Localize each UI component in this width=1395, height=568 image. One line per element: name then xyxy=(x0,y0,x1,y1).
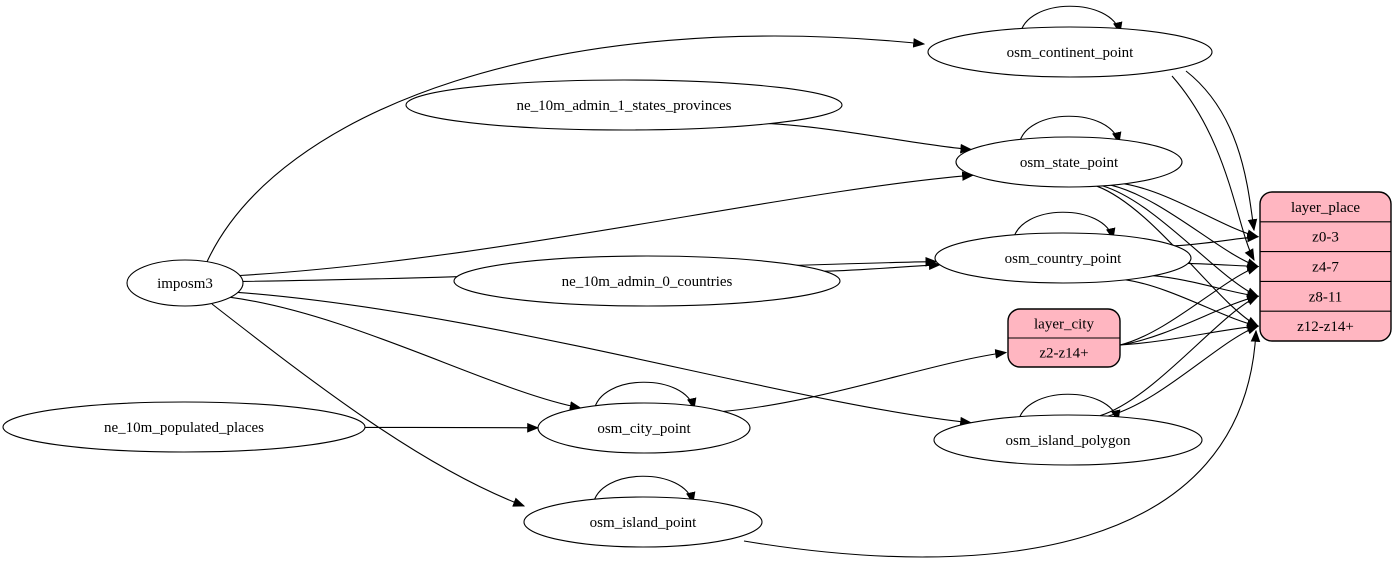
layer_place-row-z8-11: z8-11 xyxy=(1309,289,1343,305)
osm_state_point-node: osm_state_point xyxy=(955,115,1183,188)
ne_10m_populated_places-node: ne_10m_populated_places xyxy=(2,401,366,453)
layer_city-node: layer_city z2-z14+ xyxy=(1007,308,1121,368)
edge-osm_country_point-to-layer_place-row1 xyxy=(1187,261,1260,271)
layer_place-row-z12-z14+: z12-z14+ xyxy=(1297,319,1354,335)
ne_10m_populated_places-label: ne_10m_populated_places xyxy=(104,420,264,436)
edge-osm_country_point-to-layer_place-row0 xyxy=(1174,232,1260,247)
layer_place-shape xyxy=(1259,191,1392,342)
ne_10m_admin_1_states_provinces-label: ne_10m_admin_1_states_provinces xyxy=(517,98,732,114)
osm_island_polygon-shape xyxy=(933,414,1203,466)
osm_country_point-shape xyxy=(934,232,1192,284)
self-loop-edge-osm_city_point xyxy=(593,381,697,412)
ne_10m_admin_1_states_provinces-shape xyxy=(405,79,843,131)
edge-osm_island_point-to-layer_place-row3 xyxy=(743,329,1261,558)
self-loop-edge-osm_continent_point xyxy=(1019,5,1123,36)
edge-osm_state_point-to-layer_place-row1 xyxy=(1110,184,1260,268)
layer_place-row-z4-7: z4-7 xyxy=(1312,260,1339,276)
edge-osm_island_polygon-to-layer_place-row3 xyxy=(1107,325,1260,417)
osm_island_point-node: osm_island_point xyxy=(523,475,763,548)
osm_island_point-label: osm_island_point xyxy=(590,515,698,531)
imposm3-node: imposm3 xyxy=(126,259,244,307)
osm_country_point-label: osm_country_point xyxy=(1005,251,1122,267)
ne_10m_admin_0_countries-node: ne_10m_admin_0_countries xyxy=(453,255,841,307)
edge-ne_10m_admin_0_countries-to-osm_country_point xyxy=(824,260,941,272)
osm_state_point-label: osm_state_point xyxy=(1020,155,1119,171)
osm_island_polygon-node: osm_island_polygon xyxy=(933,393,1203,466)
self-loop-edge-osm_state_point xyxy=(1018,115,1122,146)
osm_continent_point-node: osm_continent_point xyxy=(927,5,1213,78)
layer_city-title: layer_city xyxy=(1034,317,1094,333)
ne_10m_populated_places-shape xyxy=(2,401,366,453)
edge-imposm3-to-osm_island_polygon xyxy=(237,291,973,427)
imposm3-label: imposm3 xyxy=(157,276,213,292)
layer_place-row-z0-3: z0-3 xyxy=(1312,230,1339,246)
self-loop-edge-osm_island_point xyxy=(592,475,696,506)
osm_city_point-label: osm_city_point xyxy=(597,421,691,437)
edge-osm_city_point-to-layer_city-row0 xyxy=(723,349,1008,412)
osm_city_point-node: osm_city_point xyxy=(537,381,751,454)
edge-layer_city-to-layer_place-row3 xyxy=(1119,322,1260,346)
edge-layer_city-to-layer_place-row2 xyxy=(1119,293,1260,346)
osm_city_point-shape xyxy=(537,402,751,454)
osm_continent_point-label: osm_continent_point xyxy=(1007,45,1134,61)
edge-imposm3-to-osm_continent_point xyxy=(205,35,926,265)
osm_island_polygon-label: osm_island_polygon xyxy=(1005,433,1131,449)
ne_10m_admin_1_states_provinces-node: ne_10m_admin_1_states_provinces xyxy=(405,79,843,131)
edge-imposm3-to-osm_state_point xyxy=(239,171,975,277)
imposm3-shape xyxy=(126,259,244,307)
edge-osm_state_point-to-layer_place-row2 xyxy=(1102,185,1260,297)
self-loop-edge-osm_country_point xyxy=(1012,211,1116,242)
osm_state_point-shape xyxy=(955,136,1183,188)
edge-osm_state_point-to-layer_place-row0 xyxy=(1124,183,1260,239)
edge-osm_country_point-to-layer_place-row2 xyxy=(1153,275,1260,300)
osm_island_point-shape xyxy=(523,496,763,548)
edge-osm_country_point-to-layer_place-row3 xyxy=(1125,279,1260,329)
edge-osm_continent_point-to-layer_place-row0 xyxy=(1185,70,1258,232)
edge-layer_city-to-layer_place-row1 xyxy=(1119,265,1260,346)
edge-ne_10m_admin_1_states_provinces-to-osm_state_point xyxy=(769,123,973,154)
edge-osm_continent_point-to-layer_place-row1 xyxy=(1171,75,1255,262)
layer_city-row-z2-z14+: z2-z14+ xyxy=(1039,346,1088,362)
layer_place-title: layer_place xyxy=(1291,200,1360,216)
edge-imposm3-to-osm_city_point xyxy=(230,296,582,411)
ne_10m_admin_0_countries-shape xyxy=(453,255,841,307)
ne_10m_admin_0_countries-label: ne_10m_admin_0_countries xyxy=(562,274,733,290)
edge-osm_island_polygon-to-layer_place-row2 xyxy=(1099,295,1260,417)
self-loop-edge-osm_island_polygon xyxy=(1017,393,1121,424)
osm_country_point-node: osm_country_point xyxy=(934,211,1192,284)
edge-imposm3-to-osm_island_point xyxy=(211,303,526,507)
osm_continent_point-shape xyxy=(927,26,1213,78)
layer_place-node: layer_place z0-3 z4-7 z8-11 z12-z14+ xyxy=(1259,191,1392,342)
